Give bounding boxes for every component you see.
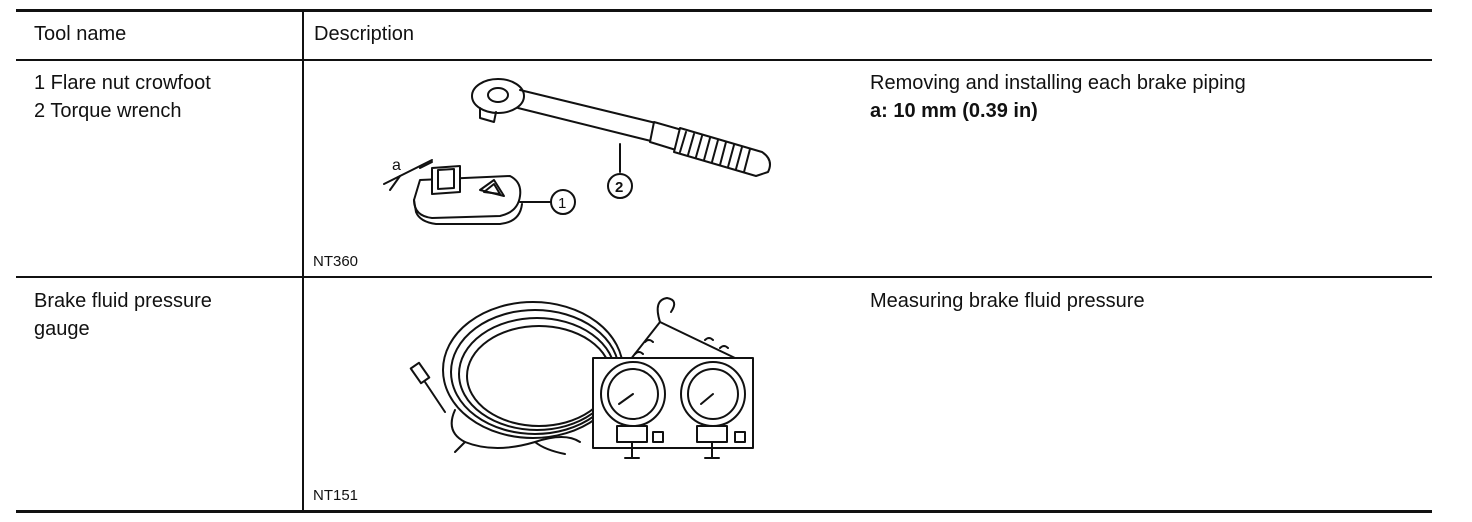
flare-nut-wrench-illustration: a 1 2 [370, 72, 790, 232]
row2-tool-name-line2: gauge [34, 318, 90, 340]
row1-description-line1: Removing and installing each brake pipin… [870, 72, 1246, 94]
dimension-a-label: a [392, 157, 401, 174]
header-tool-name: Tool name [34, 23, 127, 45]
header-bottom-rule [16, 59, 1432, 61]
row2-description-line1: Measuring brake fluid pressure [870, 290, 1145, 312]
row1-description-line2: a: 10 mm (0.39 in) [870, 100, 1038, 122]
row-divider-rule [16, 276, 1432, 278]
callout-2-label: 2 [615, 179, 623, 196]
header-description: Description [314, 23, 415, 45]
table-bottom-rule [16, 510, 1432, 513]
column-divider [302, 9, 304, 513]
callout-1-label: 1 [558, 195, 566, 212]
row2-figure-code: NT151 [313, 487, 359, 504]
row1-tool-name-line2: 2 Torque wrench [34, 100, 182, 122]
row2-tool-name-line1: Brake fluid pressure [34, 290, 212, 312]
row1-tool-name-line1: 1 Flare nut crowfoot [34, 72, 211, 94]
brake-fluid-pressure-gauge-illustration [405, 292, 765, 472]
row1-figure-code: NT360 [313, 253, 359, 270]
table-top-rule [16, 9, 1432, 12]
